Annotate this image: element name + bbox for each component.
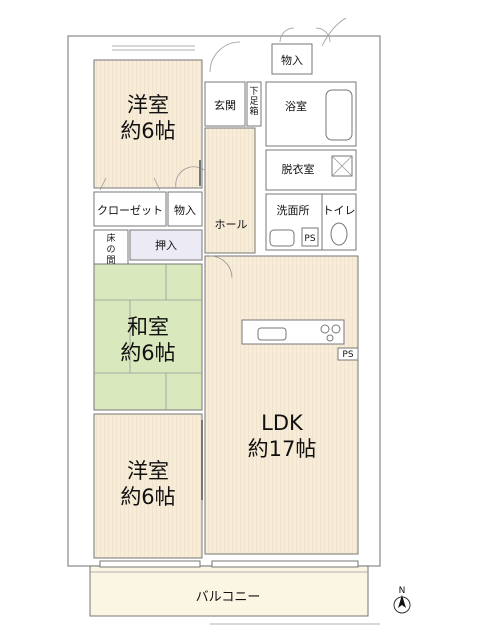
closet-label: クローゼット (97, 204, 163, 217)
bath-label: 浴室 (285, 99, 307, 113)
north-arrow-icon (393, 595, 411, 614)
ldk-size: 約17帖 (248, 437, 317, 461)
western-bottom-size: 約6帖 (120, 485, 175, 509)
ldk-name: LDK (261, 411, 304, 435)
genkan (204, 81, 246, 127)
sink-icon (269, 229, 295, 247)
western-room-top (93, 59, 203, 189)
hall (204, 127, 256, 254)
balcony-label: バルコニー (196, 590, 261, 605)
north-label: N (399, 586, 406, 596)
ldk (204, 255, 359, 555)
dressing-room (265, 149, 357, 191)
ps2-label: PS (342, 350, 353, 360)
western-room-bottom (93, 413, 203, 559)
oshiire-label: 押入 (155, 238, 177, 252)
hall-label: ホール (215, 218, 248, 231)
washitsu-size: 約6帖 (120, 341, 175, 365)
storage-mid-label: 物入 (174, 203, 196, 217)
tokonoma (93, 229, 129, 269)
genkan-label: 玄関 (214, 98, 236, 112)
storage-top-label: 物入 (281, 53, 303, 67)
washitsu (93, 263, 203, 411)
western-top-name: 洋室 (127, 93, 169, 117)
western-top-size: 約6帖 (120, 119, 175, 143)
oshiire (129, 229, 203, 261)
tokonoma-char-3: 間 (106, 255, 115, 266)
ps1-label: PS (304, 234, 315, 244)
shoes-char-2: 足 (249, 96, 258, 107)
storage-mid (167, 191, 203, 227)
shoes-char-1: 下 (249, 87, 258, 97)
shoe-cabinet (246, 81, 262, 127)
dressing-label: 脱衣室 (282, 162, 315, 176)
bathtub-icon (325, 89, 353, 141)
tokonoma-char-2: の (106, 245, 115, 255)
washer-pan-icon (331, 155, 353, 177)
kitchen-sink-icon (257, 327, 287, 341)
toilet-label: トイレ (323, 204, 356, 217)
storage-top (271, 43, 313, 75)
ps-box-2 (337, 347, 359, 361)
balcony (89, 565, 369, 617)
toilet-icon (330, 222, 348, 246)
closet (93, 191, 167, 227)
shoes-char-3: 箱 (249, 105, 258, 117)
washroom-label: 洗面所 (277, 204, 310, 217)
western-bottom-name: 洋室 (127, 459, 169, 483)
ps-box-1 (301, 227, 319, 247)
stove-icon (320, 324, 330, 334)
washitsu-name: 和室 (127, 315, 169, 339)
tokonoma-char-1: 床 (106, 232, 115, 244)
